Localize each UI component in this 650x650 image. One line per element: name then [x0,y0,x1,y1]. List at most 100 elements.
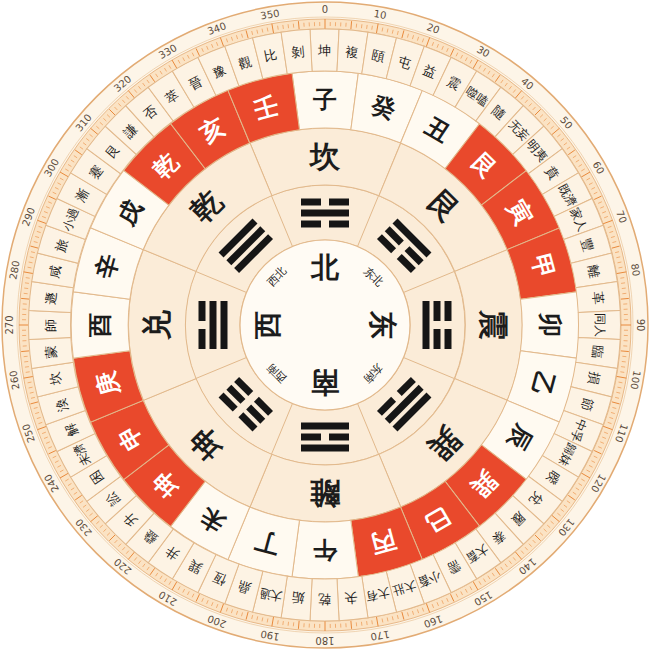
degree-tick [272,617,274,627]
degree-tick [39,422,43,423]
degree-tick [134,90,137,93]
degree-tick [591,187,595,189]
degree-tick [100,122,103,125]
degree-tick [128,91,134,99]
symbol-ring-dividers [196,196,455,455]
trigram-symbols [199,199,452,452]
degree-tick [598,202,602,204]
degree-tick [211,44,212,48]
yang-line [301,445,349,452]
degree-tick [241,34,242,38]
degree-tick [29,262,33,264]
degree-tick [473,60,478,69]
yin-line [199,301,206,321]
degree-tick [53,192,57,194]
degree-number: 100 [629,369,642,390]
ring-divider [271,196,292,247]
degree-tick [622,288,626,289]
yang-line [210,301,217,349]
trigram-sector: 震 [454,250,522,401]
degree-tick [202,48,204,52]
sector-shape [576,282,621,315]
degree-tick [35,236,39,237]
degree-tick [288,24,289,28]
hexagram-sector: 同人 [579,310,621,339]
degree-tick [309,22,310,26]
hexagram-name: 師 [43,319,56,332]
degree-tick [226,608,227,612]
degree-tick [31,251,35,253]
degree-tick [581,172,590,177]
degree-tick [288,622,289,626]
degree-tick [282,25,284,29]
degree-tick [226,39,227,43]
degree-tick [361,622,362,626]
degree-tick [521,551,524,554]
degree-tick [303,623,304,627]
degree-tick [178,60,180,63]
hexagram-name: 乾 [319,594,332,607]
degree-tick [382,28,384,32]
ring-divider [196,358,247,379]
degree-tick [407,34,408,38]
degree-tick [262,617,264,621]
degree-tick [74,492,77,494]
degree-tick [617,262,621,264]
degree-tick [109,535,115,541]
hexagram-name: 革 [592,291,606,305]
degree-tick [164,68,166,71]
degree-tick [57,465,61,467]
degree-tick [122,100,125,103]
degree-tick [75,495,82,500]
degree-tick [465,57,467,61]
degree-tick [60,172,69,177]
degree-tick [356,24,357,28]
degree-tick [231,37,232,41]
degree-tick [196,594,199,601]
degree-tick [196,49,199,56]
degree-tick [509,86,511,89]
symbol-ring [185,185,465,465]
degree-tick [392,616,394,620]
degree-tick [187,55,189,59]
degree-tick [456,594,458,598]
degree-tick [412,611,413,615]
degree-tick [71,160,74,162]
degree-tick [371,620,373,624]
degree-tick [31,397,35,399]
degree-tick [465,589,467,593]
degree-tick [447,48,449,52]
degree-tick [24,293,28,294]
degree-tick [470,587,472,590]
degree-tick [90,513,93,516]
degree-tick [46,442,50,444]
degree-tick [30,256,34,258]
degree-tick [615,397,619,399]
hexagram-name: 遯 [44,291,58,305]
degree-tick [192,594,194,598]
sector-shape [292,520,358,579]
hexagram-name: 同人 [594,313,606,337]
degree-tick [122,547,125,550]
degree-tick [579,483,582,485]
degree-tick [594,192,598,194]
degree-tick [35,412,39,413]
degree-tick [488,576,490,579]
degree-tick [587,470,590,472]
degree-tick [126,551,129,554]
degree-tick [608,226,612,227]
degree-tick [483,579,485,582]
direction-label: 北 [311,254,339,282]
degree-tick [256,30,258,34]
degree-tick [525,547,528,550]
degree-tick [335,624,336,628]
yin-line [434,329,441,349]
degree-tick [39,226,43,227]
mountain-sector: 卯 [520,292,579,358]
mountain-name: 卯 [538,313,562,337]
degree-tick [568,150,575,155]
degree-tick [624,340,628,341]
degree-tick [277,620,279,624]
degree-tick [103,118,106,121]
degree-tick [23,303,27,304]
